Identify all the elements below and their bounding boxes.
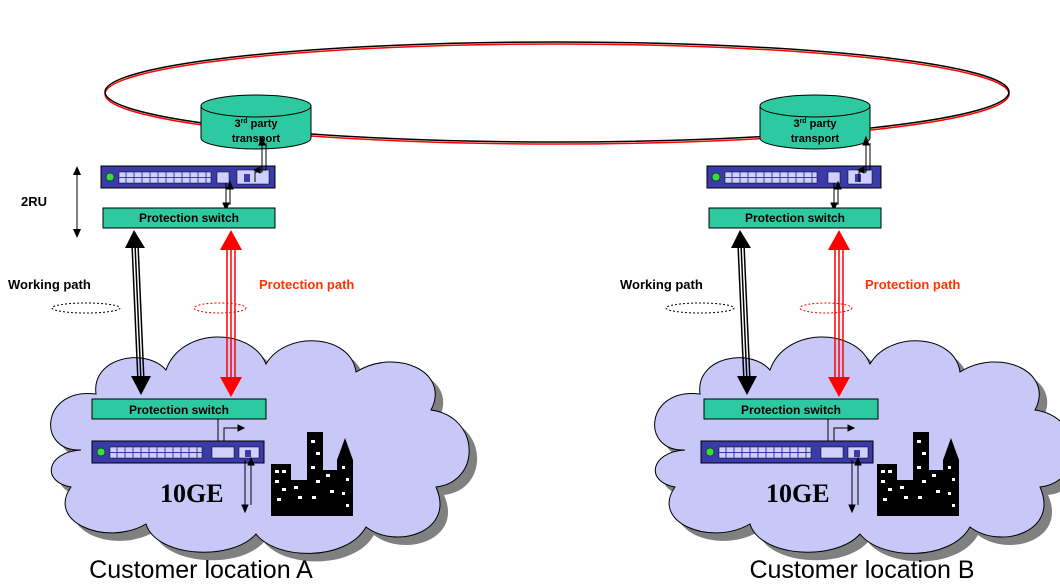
switch-device-top [100, 165, 276, 189]
protection-path-group-marker [193, 302, 247, 314]
protection-path-label: Protection path [259, 277, 354, 292]
transport-label-line2: transport [791, 133, 840, 145]
protection-switch-label: Protection switch [741, 403, 841, 417]
rack-unit-label: 2RU [21, 194, 47, 209]
internal-links [222, 135, 267, 212]
working-path-arrow [731, 230, 757, 395]
protection-switch-top: Protection switch [102, 207, 276, 229]
transport-cylinder: 3rd party transport [759, 94, 871, 150]
working-path-label: Working path [620, 277, 703, 292]
site-b: 3rd party transport Protection switch [620, 94, 1060, 584]
transport-label-line2: transport [232, 133, 281, 145]
uplink-port [820, 446, 844, 459]
customer-link-arrows [848, 456, 862, 514]
building-icon [877, 432, 959, 516]
working-path-label: Working path [8, 277, 91, 292]
protection-switch-top: Protection switch [708, 207, 882, 229]
protection-switch-label: Protection switch [129, 403, 229, 417]
status-led [711, 172, 721, 182]
internal-links [830, 135, 871, 212]
transport-ring [104, 41, 1010, 145]
status-led [705, 447, 715, 457]
uplink-port [216, 171, 230, 184]
protection-path-group-marker [799, 302, 853, 314]
link-speed-label: 10GE [766, 479, 830, 508]
status-led [96, 447, 106, 457]
switch-device-top [706, 165, 882, 189]
customer-link-arrows [241, 456, 255, 514]
switch-device-bottom [700, 440, 874, 464]
protection-path-label: Protection path [865, 277, 960, 292]
protection-switch-label: Protection switch [139, 211, 239, 225]
working-path-group-marker [665, 302, 735, 314]
site-a: 3rd party transport Protection switch [8, 94, 478, 584]
protection-switch-bottom: Protection switch [91, 398, 267, 420]
transport-label-line1: 3rd party [234, 118, 278, 130]
link-speed-label: 10GE [160, 479, 224, 508]
transport-cylinder: 3rd party transport [200, 94, 312, 150]
working-path-group-marker [51, 302, 121, 314]
switch-device-bottom [91, 440, 265, 464]
location-caption: Customer location A [89, 556, 313, 584]
protection-switch-label: Protection switch [745, 211, 845, 225]
protection-switch-bottom: Protection switch [703, 398, 879, 420]
uplink-port [211, 446, 235, 459]
rack-unit-indicator: 2RU [21, 166, 81, 238]
uplink-port [236, 169, 270, 185]
building-icon [271, 432, 353, 516]
location-caption: Customer location B [749, 556, 974, 584]
status-led [105, 172, 115, 182]
working-path-arrow [125, 230, 151, 395]
protection-path-arrow [220, 230, 242, 397]
transport-label-line1: 3rd party [793, 118, 837, 130]
protection-path-arrow [828, 230, 850, 397]
